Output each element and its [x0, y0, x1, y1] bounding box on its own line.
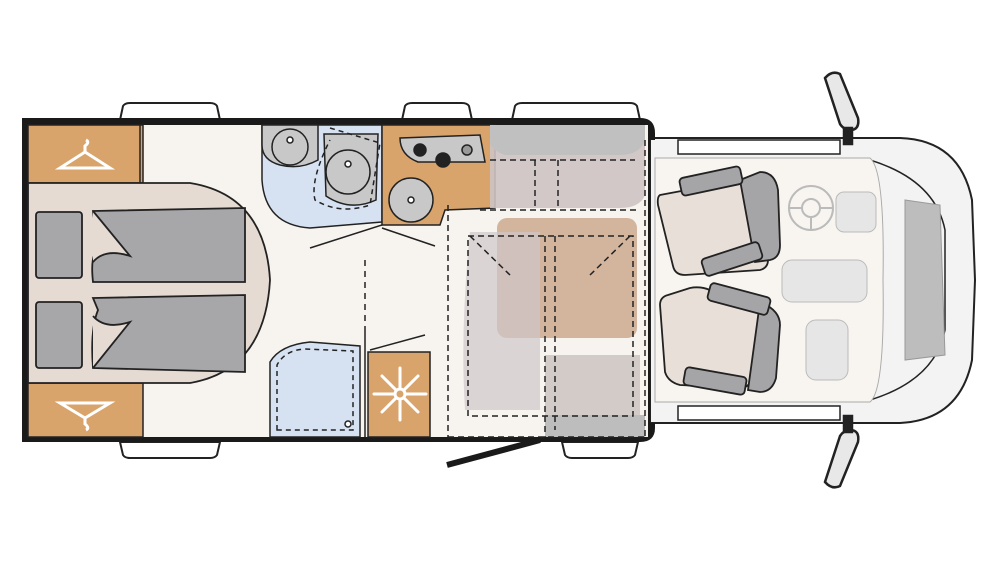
living-area [22, 118, 655, 468]
snowflake-icon [372, 366, 428, 422]
driver-seat [656, 165, 781, 277]
kitchen [381, 124, 496, 226]
hob-burner [461, 144, 473, 156]
double-bed [27, 182, 271, 384]
steering-wheel-icon [788, 185, 834, 231]
bathroom [261, 124, 383, 229]
hanger-icon [54, 401, 116, 432]
shower [269, 341, 361, 438]
windows [118, 102, 642, 459]
interior-lines [139, 125, 436, 437]
cab-window-bottom [677, 405, 841, 421]
cab-window-top [677, 139, 841, 155]
hanger-icon [54, 138, 116, 170]
fridge [367, 351, 431, 438]
hob-burner [435, 152, 451, 168]
entry-door [446, 437, 541, 468]
passenger-seat [659, 282, 781, 396]
cab [649, 71, 977, 489]
hob-burner [413, 143, 427, 157]
mirrors [823, 71, 860, 489]
wardrobe-bottom [27, 382, 144, 438]
wardrobe-top [27, 124, 144, 184]
dinette [447, 125, 646, 438]
